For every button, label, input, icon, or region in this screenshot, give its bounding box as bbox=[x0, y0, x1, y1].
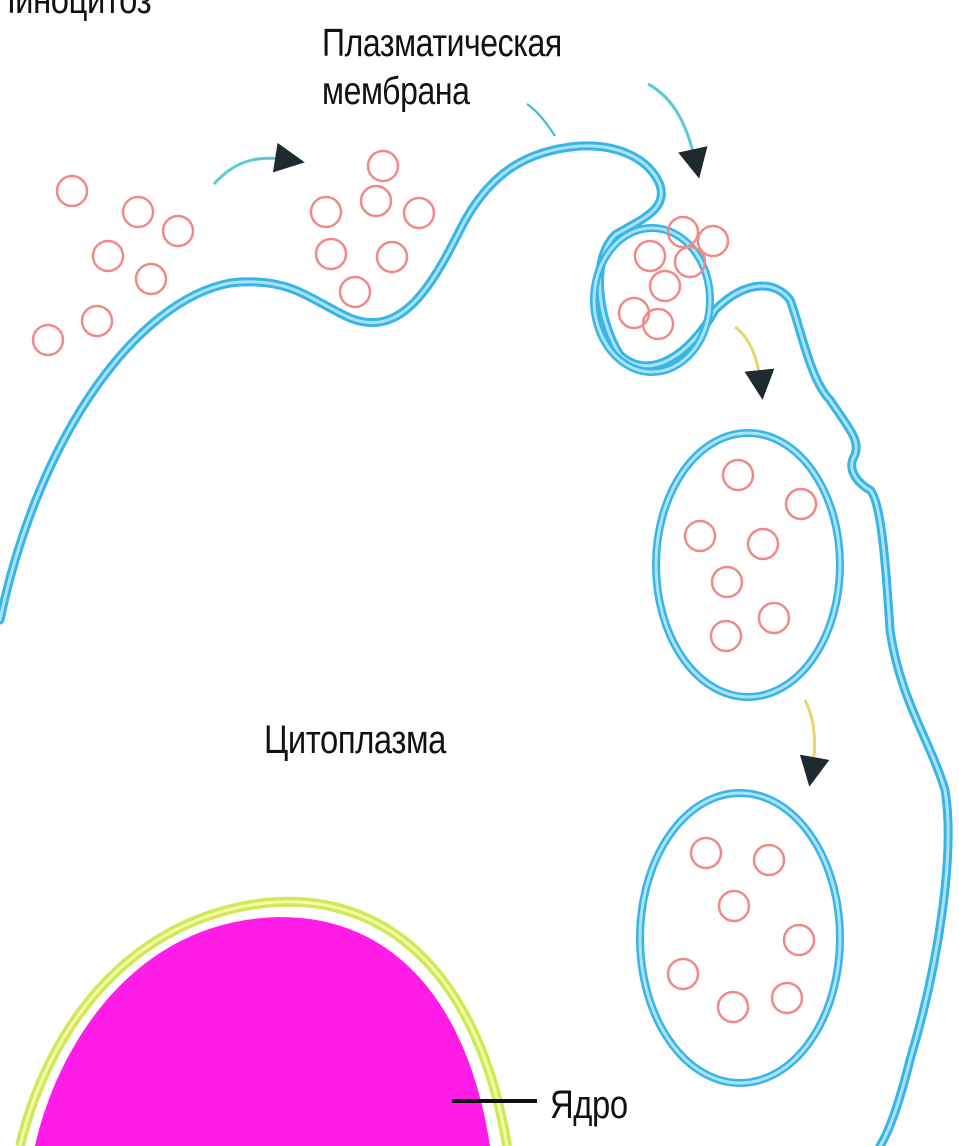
particle-icon bbox=[650, 271, 680, 301]
particle-icon bbox=[82, 306, 112, 336]
particle-icon bbox=[316, 239, 346, 269]
particle-icon bbox=[786, 489, 816, 519]
particle-icon bbox=[723, 460, 753, 490]
cytoplasm-label: Цитоплазма bbox=[264, 720, 446, 760]
particle-icon bbox=[33, 325, 63, 355]
plasma-membrane-label: Плазматическая мембрана bbox=[322, 20, 562, 115]
diagram-title: Пиноцитоз bbox=[0, 0, 151, 20]
nucleus-label: Ядро bbox=[550, 1085, 628, 1125]
particle-icon bbox=[163, 216, 193, 246]
particle-icon bbox=[784, 925, 814, 955]
particle-icon bbox=[691, 838, 721, 868]
particles-lower-vesicle bbox=[668, 838, 814, 1022]
particle-icon bbox=[772, 983, 802, 1013]
particle-icon bbox=[668, 959, 698, 989]
particle-icon bbox=[698, 226, 728, 256]
arrows bbox=[214, 84, 815, 772]
middle-vesicle-inner-line bbox=[656, 433, 840, 697]
lower-vesicle-inner-line bbox=[640, 793, 840, 1083]
particle-icon bbox=[635, 241, 665, 271]
entry-arrow-right-icon bbox=[648, 84, 696, 164]
particle-icon bbox=[311, 197, 341, 227]
particle-icon bbox=[136, 264, 166, 294]
particle-icon bbox=[759, 603, 789, 633]
particle-icon bbox=[711, 621, 741, 651]
particle-icon bbox=[123, 197, 153, 227]
particle-icon bbox=[619, 298, 649, 328]
particle-icon bbox=[643, 309, 673, 339]
particle-icon bbox=[754, 845, 784, 875]
particle-icon bbox=[377, 242, 407, 272]
particle-icon bbox=[748, 529, 778, 559]
particles-middle-vesicle bbox=[685, 460, 816, 651]
particle-icon bbox=[368, 151, 398, 181]
particle-icon bbox=[404, 198, 434, 228]
particle-icon bbox=[361, 186, 391, 216]
particle-icon bbox=[718, 992, 748, 1022]
vesicle-arrow-1-icon bbox=[735, 327, 761, 385]
particle-icon bbox=[340, 277, 370, 307]
entry-arrow-left-icon bbox=[214, 158, 290, 184]
particle-icon bbox=[719, 891, 749, 921]
vesicle-arrow-2-icon bbox=[805, 700, 815, 772]
forming-vesicle-inner-line bbox=[594, 228, 710, 372]
particle-icon bbox=[93, 241, 123, 271]
particle-icon bbox=[712, 567, 742, 597]
particle-icon bbox=[57, 176, 87, 206]
particle-icon bbox=[685, 521, 715, 551]
